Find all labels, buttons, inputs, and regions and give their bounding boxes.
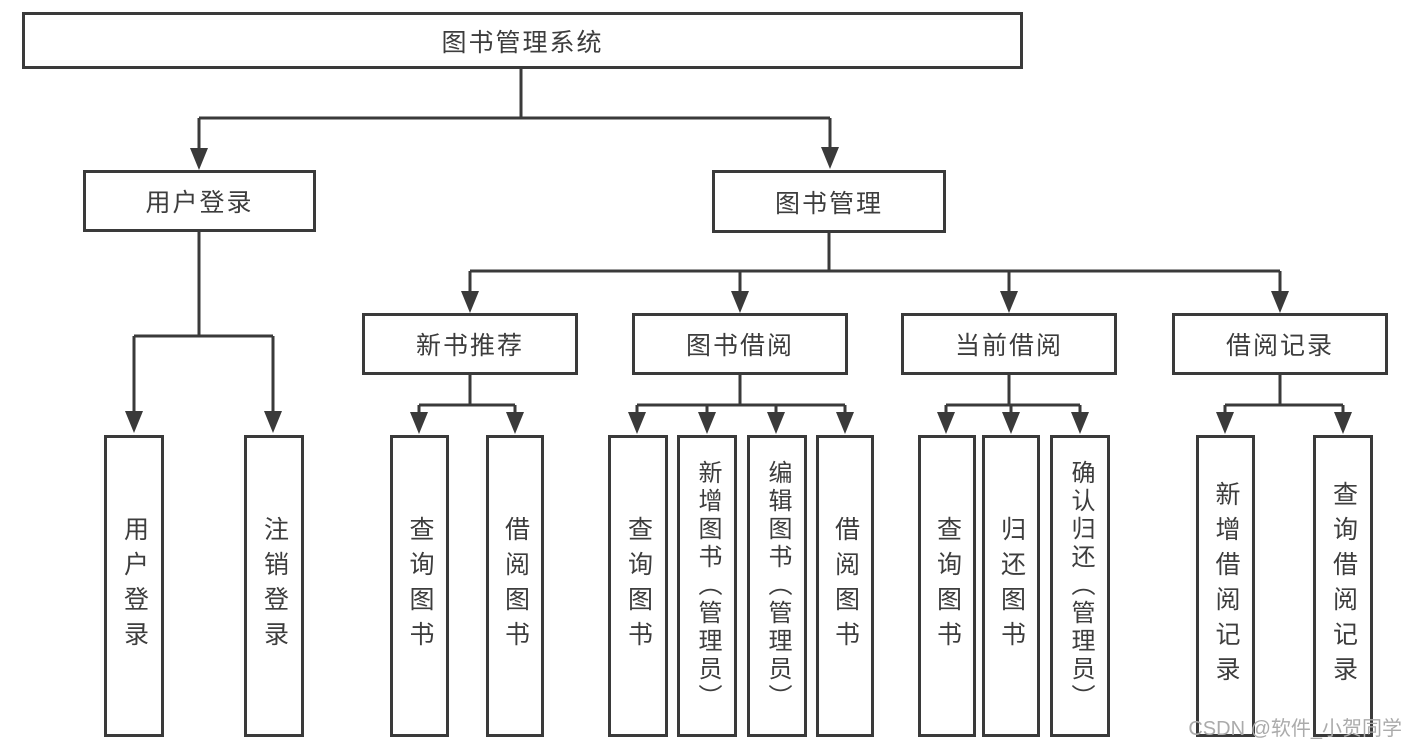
leaf-query-books-recommend-label: 查询图书 — [406, 516, 434, 656]
leaf-query-books-borrowing: 查询图书 — [608, 435, 668, 737]
leaf-add-book-admin-label: 新增图书（管理员） — [694, 460, 721, 712]
leaf-logout: 注销登录 — [244, 435, 304, 737]
leaf-add-borrow-record: 新增借阅记录 — [1196, 435, 1255, 737]
leaf-confirm-return-admin: 确认归还（管理员） — [1050, 435, 1110, 737]
node-book-management: 图书管理 — [712, 170, 946, 233]
watermark: CSDN @软件_小贺同学 — [1188, 718, 1402, 740]
leaf-query-books-current: 查询图书 — [918, 435, 976, 737]
leaf-borrow-books-recommend: 借阅图书 — [486, 435, 544, 737]
leaf-borrow-books-borrowing-label: 借阅图书 — [831, 516, 860, 656]
leaf-query-books-borrowing-label: 查询图书 — [624, 516, 653, 656]
leaf-return-book-label: 归还图书 — [997, 516, 1026, 656]
node-current-borrowing: 当前借阅 — [901, 313, 1117, 375]
leaf-borrow-books-recommend-label: 借阅图书 — [501, 516, 530, 656]
node-borrowing-records: 借阅记录 — [1172, 313, 1388, 375]
leaf-confirm-return-admin-label: 确认归还（管理员） — [1067, 460, 1094, 712]
leaf-add-book-admin: 新增图书（管理员） — [677, 435, 737, 737]
leaf-edit-book-admin-label: 编辑图书（管理员） — [764, 460, 791, 712]
leaf-edit-book-admin: 编辑图书（管理员） — [747, 435, 807, 737]
leaf-query-books-recommend: 查询图书 — [390, 435, 449, 737]
leaf-query-borrow-record-label: 查询借阅记录 — [1329, 481, 1358, 691]
leaf-logout-label: 注销登录 — [260, 516, 289, 656]
leaf-query-borrow-record: 查询借阅记录 — [1313, 435, 1373, 737]
node-book-borrowing: 图书借阅 — [632, 313, 848, 375]
leaf-user-login: 用户登录 — [104, 435, 164, 737]
node-user-login: 用户登录 — [83, 170, 316, 232]
leaf-user-login-label: 用户登录 — [120, 516, 149, 656]
node-library-management-system: 图书管理系统 — [22, 12, 1023, 69]
leaf-return-book: 归还图书 — [982, 435, 1040, 737]
leaf-add-borrow-record-label: 新增借阅记录 — [1212, 481, 1240, 691]
leaf-borrow-books-borrowing: 借阅图书 — [816, 435, 874, 737]
leaf-query-books-current-label: 查询图书 — [933, 516, 962, 656]
node-new-book-recommendation: 新书推荐 — [362, 313, 578, 375]
